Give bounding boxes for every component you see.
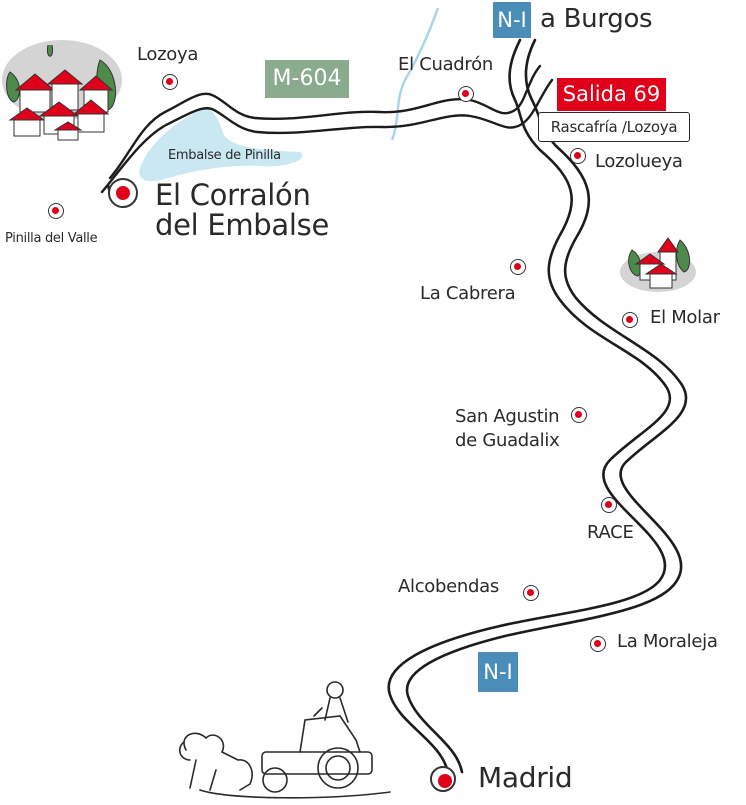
lozoya-label: Lozoya [137,44,199,65]
n1-top-badge: N-I [493,2,531,38]
san-agustin-marker-icon [571,407,587,423]
corralon-label: El Corralón del Embalse [155,178,329,243]
el-molar-marker-icon [622,312,638,328]
village-illustration [2,40,122,141]
pinilla-valle-label: Pinilla del Valle [5,231,98,246]
exit-direction-label: Rascafría /Lozoya [538,112,690,142]
race-label: RACE [587,522,634,543]
el-cuadron-label: El Cuadrón [398,54,493,75]
el-molar-label: El Molar [650,307,720,328]
n1-highway [387,38,688,774]
reservoir-water [139,108,303,182]
corralon-marker-icon [108,178,138,208]
river [390,7,440,141]
m604-badge: M-604 [265,60,349,98]
madrid-label: Madrid [478,761,573,794]
la-cabrera-marker-icon [510,259,526,275]
exit-69-badge: Salida 69 [557,78,666,111]
la-cabrera-label: La Cabrera [420,283,516,304]
cibeles-fountain-illustration [178,681,391,799]
to-burgos-label: a Burgos [540,4,653,34]
race-marker-icon [601,497,617,513]
lozoyuela-marker-icon [570,148,586,164]
madrid-marker-icon [430,766,456,792]
el-cuadron-marker-icon [458,86,474,102]
la-moraleja-label: La Moraleja [617,631,718,652]
n1-bottom-badge: N-I [478,652,518,692]
lozoyuela-label: Lozolueya [595,151,683,172]
embalse-label: Embalse de Pinilla [168,148,281,163]
m604-road [100,64,554,194]
church-village-illustration [620,237,696,292]
san-agustin-label: San Agustin de Guadalix [455,406,560,452]
lozoya-marker-icon [162,74,178,90]
la-moraleja-marker-icon [590,636,606,652]
pinilla-valle-marker-icon [48,203,64,219]
alcobendas-marker-icon [523,585,539,601]
alcobendas-label: Alcobendas [398,576,499,597]
